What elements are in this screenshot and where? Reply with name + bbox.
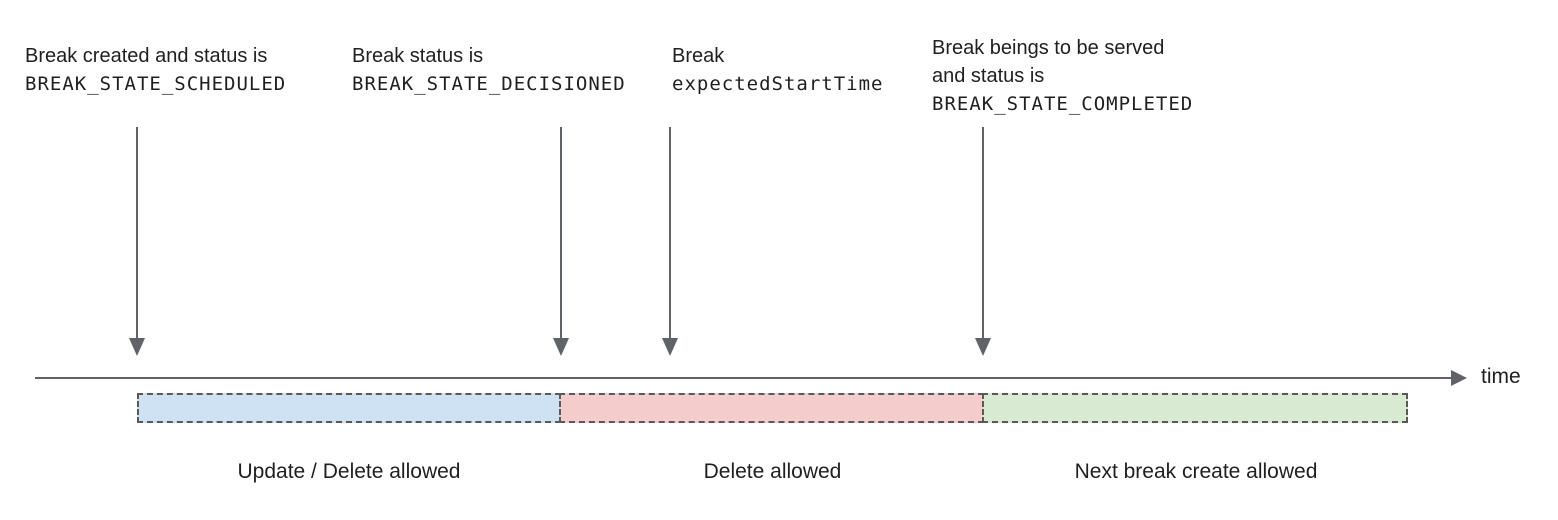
segment-delete-allowed [559, 393, 984, 423]
down-arrow-completed-icon [975, 127, 991, 356]
annotation-text: Break created and status is [25, 45, 268, 67]
annotation-break-scheduled: Break created and status is BREAK_STATE_… [25, 42, 286, 98]
arrowhead-icon [129, 338, 145, 356]
timeline-arrowhead-icon [1451, 370, 1467, 386]
annotation-text: and status is [932, 65, 1045, 87]
annotation-code-text: expectedStartTime [672, 73, 884, 95]
arrowhead-icon [975, 338, 991, 356]
state-bar [137, 393, 1408, 423]
arrow-shaft [982, 127, 984, 340]
segment-label-delete: Delete allowed [703, 460, 842, 483]
arrowhead-icon [553, 338, 569, 356]
segment-next-break-create-allowed [982, 393, 1408, 423]
segment-label-next-break-create: Next break create allowed [1074, 460, 1318, 483]
down-arrow-scheduled-icon [129, 127, 145, 356]
annotation-code-text: BREAK_STATE_SCHEDULED [25, 73, 287, 95]
annotation-text: Break [672, 45, 725, 67]
segment-update-delete-allowed [137, 393, 561, 423]
timeline-axis-label: time [1481, 365, 1521, 388]
annotation-code-text: BREAK_STATE_COMPLETED [932, 93, 1194, 115]
annotation-expected-start-time: Break expectedStartTime [672, 42, 883, 98]
arrow-shaft [669, 127, 671, 340]
segment-label-update-delete: Update / Delete allowed [237, 460, 461, 483]
annotation-break-completed: Break beings to be served and status is … [932, 34, 1193, 118]
arrow-shaft [136, 127, 138, 340]
annotation-text: Break status is [352, 45, 484, 67]
arrow-shaft [560, 127, 562, 340]
down-arrow-decisioned-icon [553, 127, 569, 356]
annotation-code-text: BREAK_STATE_DECISIONED [352, 73, 626, 95]
timeline-axis [35, 377, 1453, 379]
annotation-text: Break beings to be served [932, 37, 1165, 59]
down-arrow-expected-start-icon [662, 127, 678, 356]
annotation-break-decisioned: Break status is BREAK_STATE_DECISIONED [352, 42, 626, 98]
arrowhead-icon [662, 338, 678, 356]
